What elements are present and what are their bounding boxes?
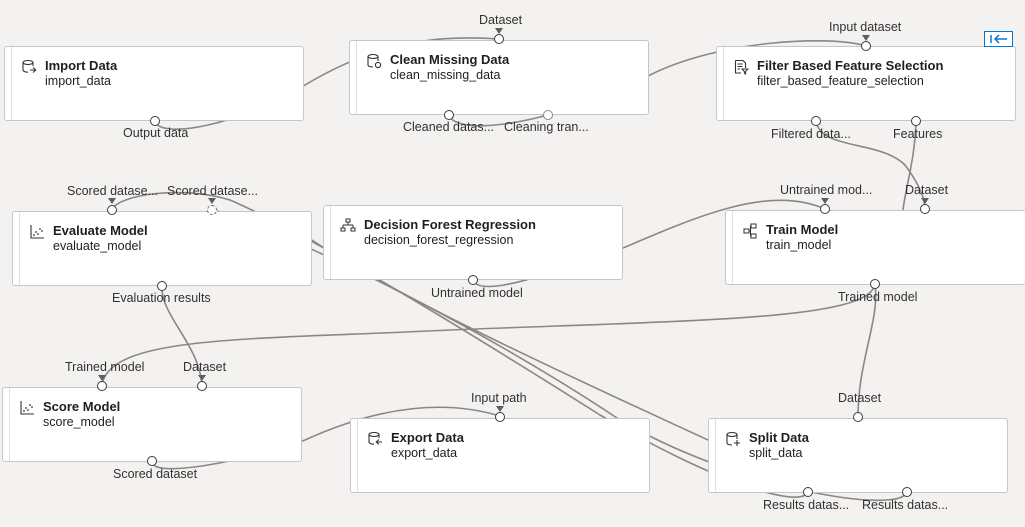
node-title: Import Data — [45, 58, 118, 73]
node-title: Clean Missing Data — [390, 52, 510, 67]
node-filter-based-feature-selection[interactable]: Filter Based Feature Selection filter_ba… — [716, 46, 1016, 121]
edge-filter-to-train — [815, 120, 926, 210]
node-title: Train Model — [766, 222, 839, 237]
edge-train-to-split — [857, 283, 877, 418]
port-label: Input dataset — [829, 20, 902, 34]
port-label: Input path — [471, 391, 527, 405]
port-clean-output-1[interactable] — [444, 110, 454, 120]
input-arrow-icon — [98, 375, 106, 381]
database-clean-icon — [366, 53, 382, 69]
port-score-input-1[interactable] — [97, 381, 107, 391]
port-label: Results datas... — [862, 498, 949, 512]
port-clean-output-2[interactable] — [543, 110, 553, 120]
port-label: Scored dataset — [113, 467, 198, 481]
port-label: Scored datase... — [67, 184, 159, 198]
port-train-input-1[interactable] — [820, 204, 830, 214]
port-label: Features — [893, 127, 943, 141]
edge-import-to-clean — [154, 37, 500, 130]
collapse-panel-button[interactable] — [984, 31, 1013, 47]
port-evaluate-input-1[interactable] — [107, 205, 117, 215]
node-title: Export Data — [391, 430, 464, 445]
input-arrow-icon — [821, 198, 829, 204]
node-train-model[interactable]: Train Model train_model — [725, 210, 1025, 285]
port-split-input[interactable] — [853, 412, 863, 422]
node-decision-forest-regression[interactable]: Decision Forest Regression decision_fore… — [323, 205, 623, 280]
port-score-input-2[interactable] — [197, 381, 207, 391]
input-arrow-icon — [198, 375, 206, 381]
scatter-chart-icon — [19, 400, 35, 416]
flow-icon — [742, 223, 758, 239]
port-label: Cleaned datas... — [403, 120, 495, 134]
node-export-data[interactable]: Export Data export_data — [350, 418, 650, 493]
node-title: Split Data — [749, 430, 809, 445]
node-module-name: export_data — [391, 446, 458, 460]
node-module-name: split_data — [749, 446, 803, 460]
port-label: Untrained model — [431, 286, 523, 300]
input-arrow-icon — [862, 35, 870, 41]
port-label: Dataset — [479, 13, 523, 27]
port-evaluate-output[interactable] — [157, 281, 167, 291]
port-import-output[interactable] — [150, 116, 160, 126]
node-module-name: evaluate_model — [53, 239, 142, 253]
port-export-input[interactable] — [495, 412, 505, 422]
edge-evaluate-to-score — [161, 285, 203, 387]
node-module-name: clean_missing_data — [390, 68, 501, 82]
input-arrow-icon — [208, 198, 216, 204]
tree-icon — [340, 218, 356, 234]
port-label: Cleaning tran... — [504, 120, 589, 134]
port-train-input-2[interactable] — [920, 204, 930, 214]
port-score-output[interactable] — [147, 456, 157, 466]
node-module-name: import_data — [45, 74, 112, 88]
node-title: Filter Based Feature Selection — [757, 58, 944, 73]
port-filter-output-1[interactable] — [811, 116, 821, 126]
database-export-icon — [367, 431, 383, 447]
edge-score-to-export — [151, 406, 501, 470]
node-module-name: score_model — [43, 415, 115, 429]
node-module-name: decision_forest_regression — [364, 233, 514, 247]
edge-features-to-train — [902, 120, 917, 211]
port-label: Output data — [123, 126, 189, 140]
node-import-data[interactable]: Import Data import_data — [4, 46, 304, 121]
database-import-icon — [21, 59, 37, 75]
scatter-chart-icon — [29, 224, 45, 240]
port-filter-output-2[interactable] — [911, 116, 921, 126]
port-label: Results datas... — [763, 498, 850, 512]
port-split-output-2[interactable] — [902, 487, 912, 497]
node-module-name: filter_based_feature_selection — [757, 74, 924, 88]
port-clean-input[interactable] — [494, 34, 504, 44]
node-evaluate-model[interactable]: Evaluate Model evaluate_model — [12, 211, 312, 286]
port-train-output[interactable] — [870, 279, 880, 289]
port-label: Trained model — [838, 290, 918, 304]
node-title: Evaluate Model — [53, 223, 148, 238]
port-label: Dataset — [838, 391, 882, 405]
port-label: Filtered data... — [771, 127, 851, 141]
filter-document-icon — [733, 59, 749, 75]
node-title: Score Model — [43, 399, 121, 414]
port-label: Dataset — [183, 360, 227, 374]
port-evaluate-input-2[interactable] — [207, 205, 217, 215]
input-arrow-icon — [496, 406, 504, 412]
database-split-icon — [725, 431, 741, 447]
port-label: Untrained mod... — [780, 183, 873, 197]
port-label: Dataset — [905, 183, 949, 197]
port-split-output-1[interactable] — [803, 487, 813, 497]
port-filter-input[interactable] — [861, 41, 871, 51]
port-forest-output[interactable] — [468, 275, 478, 285]
port-label: Evaluation results — [112, 291, 211, 305]
input-arrow-icon — [921, 198, 929, 204]
edge-train-to-score — [101, 283, 876, 386]
node-score-model[interactable]: Score Model score_model — [2, 387, 302, 462]
input-arrow-icon — [108, 198, 116, 204]
port-label: Scored datase... — [167, 184, 259, 198]
port-label: Trained model — [65, 360, 145, 374]
node-split-data[interactable]: Split Data split_data — [708, 418, 1008, 493]
arrow-left-icon — [989, 34, 1007, 44]
edge-clean-to-filter — [448, 40, 867, 127]
node-title: Decision Forest Regression — [364, 217, 536, 232]
node-module-name: train_model — [766, 238, 832, 252]
node-clean-missing-data[interactable]: Clean Missing Data clean_missing_data — [349, 40, 649, 115]
input-arrow-icon — [495, 28, 503, 34]
edge-forest-to-train — [472, 199, 826, 288]
